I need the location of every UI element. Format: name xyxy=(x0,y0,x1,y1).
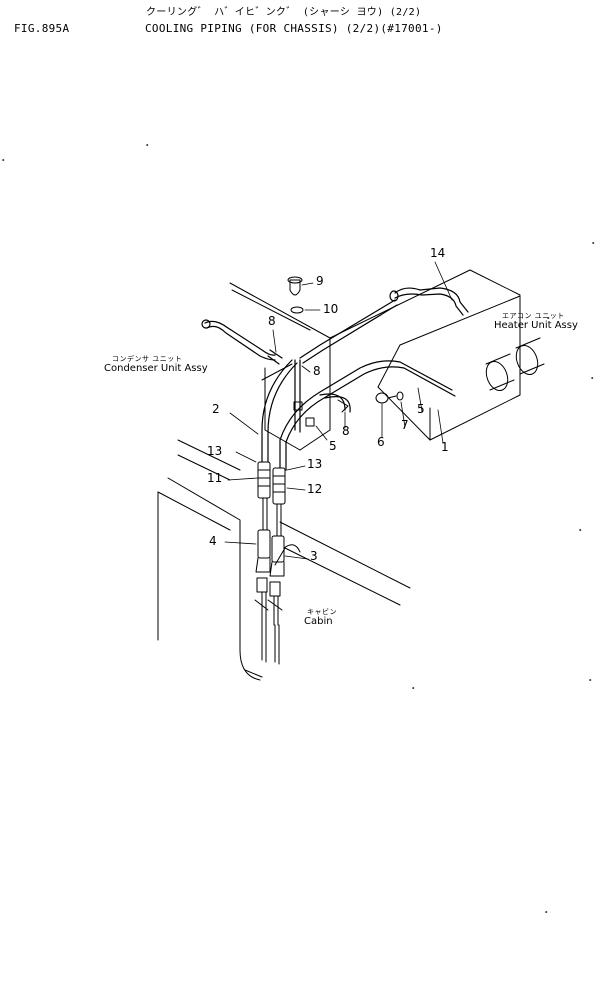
callout-9: 9 xyxy=(316,274,324,288)
leader-lines xyxy=(224,261,453,560)
callout-11: 11 xyxy=(207,471,223,485)
callout-13-left: 13 xyxy=(207,444,223,458)
scan-dots xyxy=(2,144,595,913)
callout-5-right: 5 xyxy=(417,402,425,416)
heater-label-japanese: エアコン ユニット xyxy=(502,312,565,320)
heater-ducts xyxy=(485,337,545,392)
heater-unit-outline xyxy=(329,269,521,441)
figure-number: FIG.895A xyxy=(14,22,70,35)
cabin-outline xyxy=(157,439,411,681)
pipe-2 xyxy=(261,359,298,463)
callout-1: 1 xyxy=(441,440,449,454)
condenser-label: Condenser Unit Assy xyxy=(104,363,208,374)
fittings xyxy=(254,461,301,665)
callout-10: 10 xyxy=(323,302,339,316)
callout-12: 12 xyxy=(307,482,323,496)
callout-14: 14 xyxy=(430,246,446,260)
figure-title: COOLING PIPING (FOR CHASSIS) (2/2)(#1700… xyxy=(145,22,443,35)
cabin-label: Cabin xyxy=(304,616,333,627)
bolt-6-7 xyxy=(375,391,404,404)
cabin-label-japanese: キャビン xyxy=(307,608,337,616)
bolt-9 xyxy=(287,276,303,296)
washer-10 xyxy=(290,306,304,314)
pipe-main-1 xyxy=(279,360,456,471)
callout-8-mid: 8 xyxy=(313,364,321,378)
callout-5-left: 5 xyxy=(329,439,337,453)
condenser-unit-outline xyxy=(229,282,331,451)
pipe-14 xyxy=(299,287,469,364)
callout-2: 2 xyxy=(212,402,220,416)
callout-7: 7 xyxy=(401,418,409,432)
pipe-vertical xyxy=(294,359,351,433)
condenser-label-japanese: コンデンサ ユニット xyxy=(112,355,183,363)
pipe-condenser-inlet xyxy=(201,319,283,365)
clamps xyxy=(293,399,349,427)
heater-label: Heater Unit Assy xyxy=(494,320,578,331)
callout-4: 4 xyxy=(209,534,217,548)
callout-6: 6 xyxy=(377,435,385,449)
callout-3: 3 xyxy=(310,549,318,563)
callout-8-low: 8 xyxy=(342,424,350,438)
callout-13-right: 13 xyxy=(307,457,323,471)
callout-8-top: 8 xyxy=(268,314,276,328)
figure-title-japanese: クーリング゛ ハ゛イヒ゛ンク゛ (シャーシ ヨウ) (2/2) xyxy=(146,7,422,18)
